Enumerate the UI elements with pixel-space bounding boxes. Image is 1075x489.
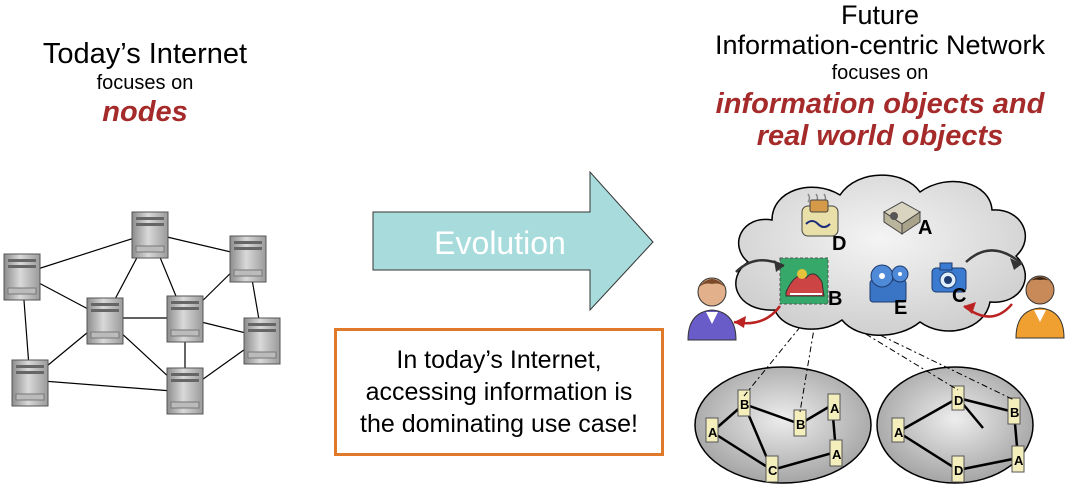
shoe-icon xyxy=(779,257,829,305)
camera-icon xyxy=(931,262,967,293)
left-emphasis: nodes xyxy=(102,96,188,128)
note-line: accessing information is xyxy=(365,378,633,406)
evolution-arrow: Evolution xyxy=(372,170,654,312)
future-title-line1: Future xyxy=(840,0,920,30)
server-node xyxy=(166,367,204,415)
subnet-label: D xyxy=(954,463,963,478)
object-label-b: B xyxy=(828,288,842,310)
object-label-e: E xyxy=(894,297,907,319)
toaster-icon xyxy=(801,193,839,237)
information-cloud xyxy=(735,174,1027,336)
note-box: In today’s Internet, accessing informati… xyxy=(334,328,664,456)
subnet-label: B xyxy=(796,417,805,432)
todays-internet-title: Today’s Internet xyxy=(42,38,248,70)
subnet-label: B xyxy=(740,397,749,412)
server-node xyxy=(243,317,281,365)
object-label-a: A xyxy=(918,217,932,239)
object-label-c: C xyxy=(952,285,966,307)
right-emphasis-line1: information objects and xyxy=(715,88,1045,120)
right-emphasis-line2: real world objects xyxy=(756,120,1004,152)
subnet-right xyxy=(876,366,1034,484)
right-focuses-on: focuses on xyxy=(831,62,929,84)
server-node xyxy=(229,235,267,283)
subnet-label: A xyxy=(830,401,840,416)
subnet-label: D xyxy=(954,393,963,408)
server-node xyxy=(86,297,124,345)
server-node xyxy=(3,253,41,301)
subnet-label: B xyxy=(1010,405,1019,420)
note-line: In today’s Internet, xyxy=(396,346,602,374)
object-label-d: D xyxy=(832,233,846,255)
subnet-label: A xyxy=(894,425,904,440)
left-focuses-on: focuses on xyxy=(96,72,194,94)
subnet-label: C xyxy=(768,463,778,478)
note-line: the dominating use case! xyxy=(360,410,638,438)
user-avatar-right xyxy=(1015,275,1065,339)
server-node xyxy=(131,211,169,259)
user-avatar-left xyxy=(687,277,737,341)
future-title-line2: Information-centric Network xyxy=(714,30,1046,60)
server-node xyxy=(166,295,204,343)
subnet-left-nodes xyxy=(705,389,843,483)
subnet-right-nodes xyxy=(891,385,1025,483)
server-node xyxy=(11,359,49,407)
subnet-left xyxy=(694,366,872,484)
projector-icon xyxy=(883,201,921,235)
subnet-label: A xyxy=(1014,453,1024,468)
subnet-label: A xyxy=(832,447,842,462)
film-reel-icon xyxy=(869,264,909,303)
subnet-label: A xyxy=(708,425,718,440)
request-arrows xyxy=(733,249,1023,328)
evolution-label: Evolution xyxy=(434,225,566,261)
